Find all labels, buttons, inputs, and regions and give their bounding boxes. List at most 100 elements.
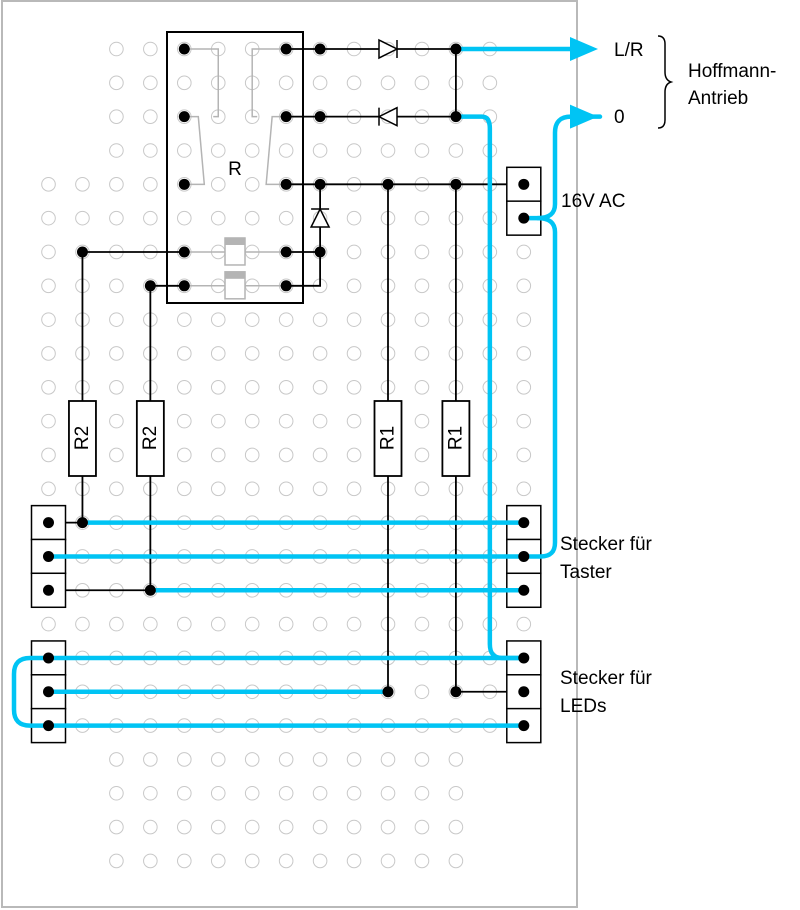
power-connector [506,166,542,236]
hole [414,143,430,158]
hole [244,853,260,869]
hole [448,785,464,801]
resistor-label: R2 [140,426,161,450]
hole [346,346,362,361]
hole [380,853,396,869]
hole [177,413,192,429]
hole [244,210,260,226]
hole [516,278,532,294]
board-outline [1,0,578,908]
hole [346,853,362,869]
hole [380,75,396,91]
hole [278,210,294,226]
hole [516,413,532,429]
hole [143,616,158,632]
hole [346,481,362,497]
solder-pad [450,43,462,55]
hole [482,75,498,91]
hole [346,785,362,801]
hole [41,447,56,463]
hole [414,481,430,497]
hole [41,413,56,429]
resistor-body [373,400,403,477]
hole [312,481,328,497]
power-label: 16V AC [561,191,625,212]
solder-pad [518,178,530,190]
hole [210,853,226,869]
output-zero-label: 0 [614,107,625,128]
solder-pad [314,111,326,123]
solder-pad [518,652,530,664]
diode [377,106,398,127]
solder-pad [518,686,530,698]
hole [278,853,294,869]
hole [278,785,294,801]
hole [346,413,362,429]
wire-led-loop [11,655,527,728]
hole [177,785,192,801]
solder-pad [518,584,530,596]
hole [346,447,362,463]
hole [210,481,226,497]
hole [414,616,430,632]
hole [278,413,294,429]
hole [210,177,226,192]
hole [414,413,430,429]
solder-pad [280,280,292,292]
hole [244,380,260,395]
solder-pad [43,517,54,529]
led-label-line2: LEDs [560,696,606,717]
solder-pad [178,178,190,190]
hole [177,380,192,395]
hole [109,447,124,463]
solder-pad [144,280,156,292]
hole [143,143,158,158]
hole [143,853,158,869]
solder-pad [178,111,190,123]
hole [516,380,532,395]
hole [278,75,294,91]
hole [380,785,396,801]
solder-pad [450,686,462,698]
hole [448,853,464,869]
taster-connector-left [30,504,67,609]
hole [312,143,328,158]
solder-pad [518,517,530,529]
hole [210,380,226,395]
hole [41,278,56,294]
hole [346,752,362,767]
hole [346,616,362,632]
hole [244,413,260,429]
hole [278,481,294,497]
hole [244,819,260,835]
hole [278,819,294,835]
hole [414,684,430,700]
hole [244,346,260,361]
hole [109,380,124,395]
hole [414,785,430,801]
hole [278,380,294,395]
hole [210,346,226,361]
hole [312,785,328,801]
hole [414,447,430,463]
hole [75,616,90,632]
resistor-r1: R1 [373,400,403,477]
hole [210,819,226,835]
hole [177,210,192,226]
hole [177,481,192,497]
hole [244,616,260,632]
hole [448,819,464,835]
solder-pad [43,550,54,562]
hole [278,346,294,361]
hole [380,819,396,835]
relay-switch-arm [184,115,206,186]
hole [41,616,56,632]
hole [312,853,328,869]
hole [312,346,328,361]
hole [312,752,328,767]
hole [109,853,124,869]
hole [143,41,158,57]
hole [346,244,362,260]
resistor-body [135,400,165,477]
taster-label-line2: Taster [560,562,612,583]
